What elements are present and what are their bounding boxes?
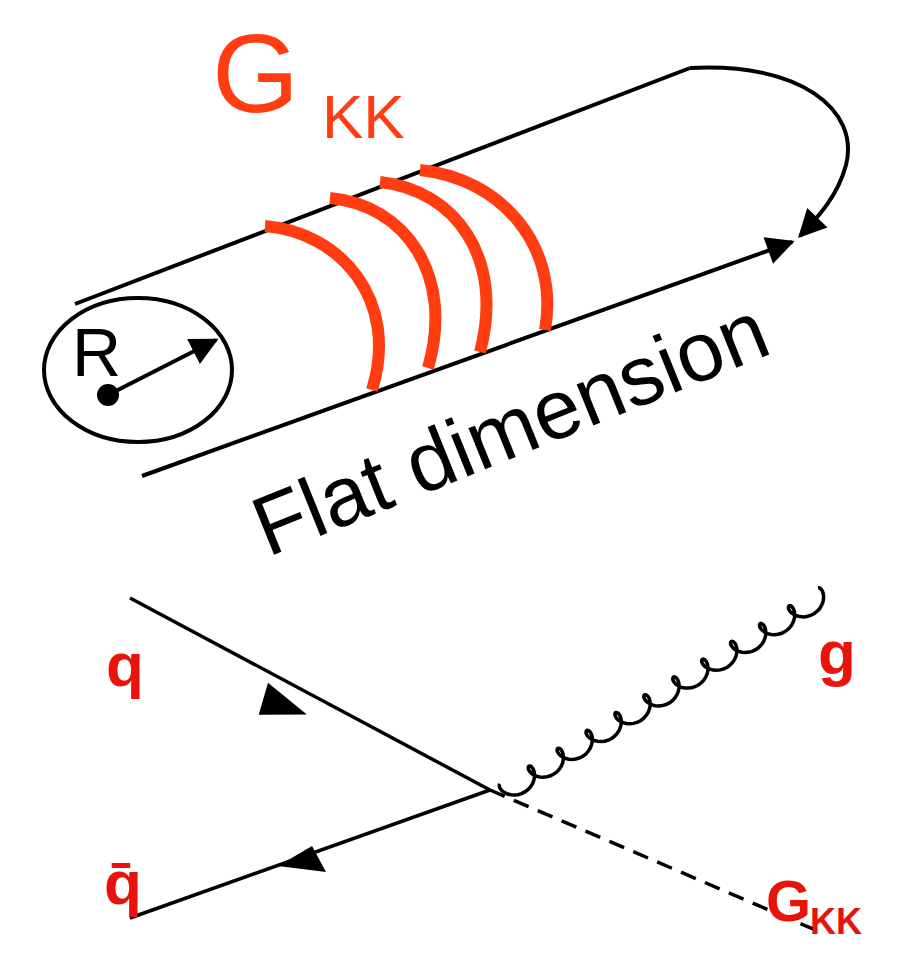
gluon-label: g [818,622,856,684]
graviton-waves [265,170,547,390]
quark-arrow [256,680,307,719]
graviton-subscript: KK [322,86,405,148]
compact-loop-arrow [690,67,848,236]
antiquark-label: q̄ [104,852,142,914]
graviton-line [490,790,820,932]
gluon-line [499,588,823,795]
graviton-label-subscript: KK [810,904,862,940]
graviton-label: G [766,872,811,930]
graviton-symbol: G [212,18,299,130]
radius-label: R [72,318,121,386]
dimension-label: Flat dimension [241,287,779,570]
antiquark-arrow [278,846,326,872]
quark-label: q [106,634,144,696]
radius-arrow [108,340,216,395]
feynman-diagram [130,588,824,932]
cylinder-end [44,298,232,442]
quark-line [130,598,490,790]
antiquark-line [130,790,490,918]
